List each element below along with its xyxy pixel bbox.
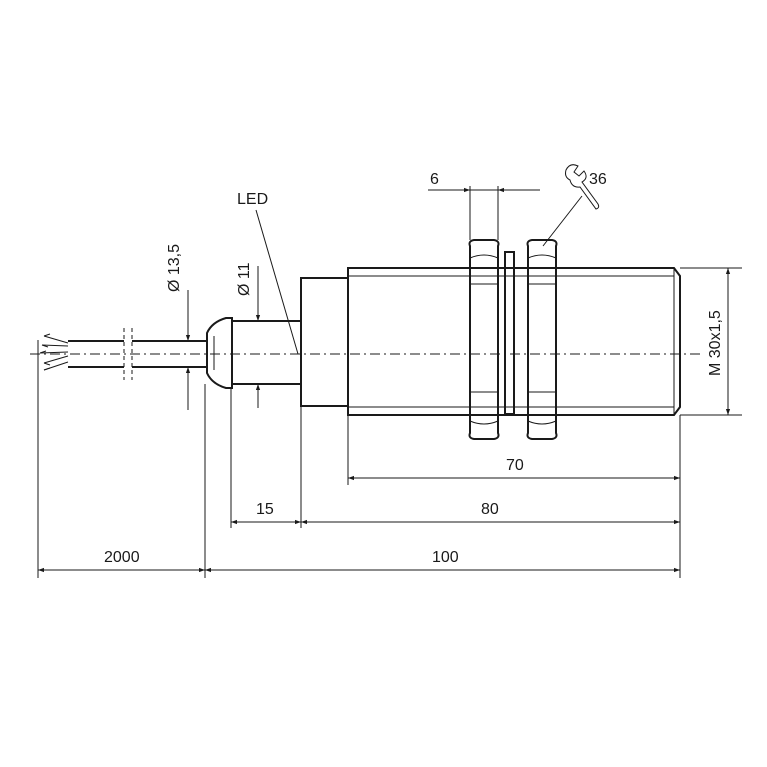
dim-thread-diameter: M 30x1,5 xyxy=(707,268,731,415)
dim-cable-diameter: Ø 13,5 xyxy=(166,244,191,410)
led-label: LED xyxy=(237,191,268,208)
nut-left xyxy=(468,239,500,440)
dim-thread-length-label: 70 xyxy=(506,457,524,474)
dim-neck-length: 15 xyxy=(231,501,301,525)
wrench-size-label: 36 xyxy=(589,171,607,188)
dim-total-length: 100 xyxy=(205,549,680,573)
dim-total-length-label: 100 xyxy=(432,549,459,566)
wrench-icon xyxy=(565,164,600,210)
dim-thread-diameter-label: M 30x1,5 xyxy=(707,310,724,376)
strain-relief-cap xyxy=(206,317,233,389)
extension-lines xyxy=(37,186,742,578)
dim-nut-thickness: 6 xyxy=(428,171,540,193)
wrench-size-callout: 36 xyxy=(542,164,607,247)
dim-neck-length-label: 15 xyxy=(256,501,274,518)
cable-wire-ends xyxy=(39,333,69,371)
dim-body-length: 80 xyxy=(301,501,680,525)
dim-cable-length-label: 2000 xyxy=(104,549,140,566)
dim-body-length-label: 80 xyxy=(481,501,499,518)
washer xyxy=(504,251,515,415)
dim-nut-thickness-label: 6 xyxy=(430,171,439,188)
led-leader: LED xyxy=(237,191,299,355)
nut-right xyxy=(526,239,558,440)
body-shoulder xyxy=(300,277,349,407)
dim-neck-diameter-label: Ø 11 xyxy=(236,262,253,296)
dim-thread-length: 70 xyxy=(348,457,680,481)
dim-cable-diameter-label: Ø 13,5 xyxy=(166,244,183,292)
dim-cable-length: 2000 xyxy=(38,549,205,573)
dim-neck-diameter: Ø 11 xyxy=(236,262,261,408)
